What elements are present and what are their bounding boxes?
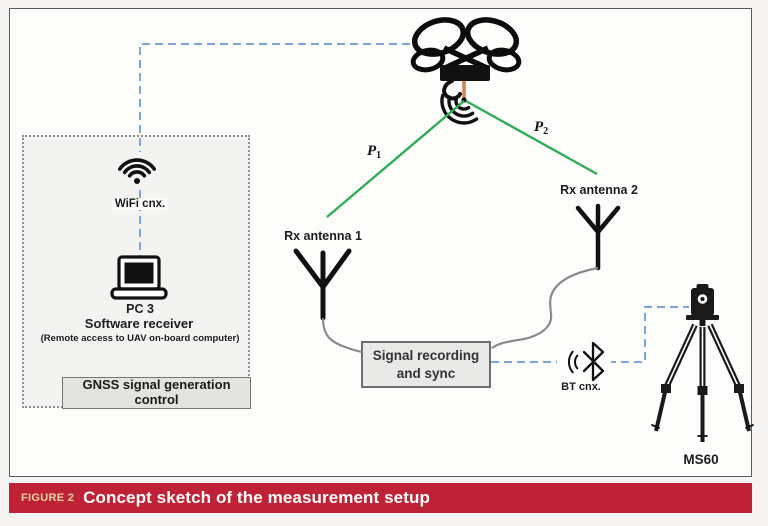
rx-antenna-2-label: Rx antenna 2 bbox=[560, 183, 638, 197]
ground-control-dashed-box bbox=[22, 135, 250, 408]
gnss-signal-generation-box: GNSS signal generation control bbox=[62, 377, 251, 409]
pc-label: PC 3 bbox=[126, 302, 154, 316]
path-p2-label: P2 bbox=[534, 119, 549, 137]
remote-access-note: (Remote access to UAV on-board computer) bbox=[40, 333, 240, 344]
path-p1-label: P1 bbox=[367, 143, 382, 161]
bt-connection-label: BT cnx. bbox=[561, 381, 601, 393]
wifi-connection-label: WiFi cnx. bbox=[111, 198, 169, 210]
rx-antenna-1-label: Rx antenna 1 bbox=[284, 229, 362, 243]
figure-caption-text: Concept sketch of the measurement setup bbox=[83, 488, 430, 507]
figure-number-label: FIGURE 2 bbox=[21, 492, 75, 504]
gnss-box-label: GNSS signal generation control bbox=[82, 377, 231, 407]
signal-recording-label: Signal recording and sync bbox=[372, 347, 480, 381]
signal-recording-box: Signal recording and sync bbox=[361, 341, 491, 388]
ms60-label: MS60 bbox=[683, 452, 719, 467]
software-receiver-label: Software receiver bbox=[84, 316, 194, 331]
figure-caption-bar: FIGURE 2 Concept sketch of the measureme… bbox=[9, 483, 752, 513]
